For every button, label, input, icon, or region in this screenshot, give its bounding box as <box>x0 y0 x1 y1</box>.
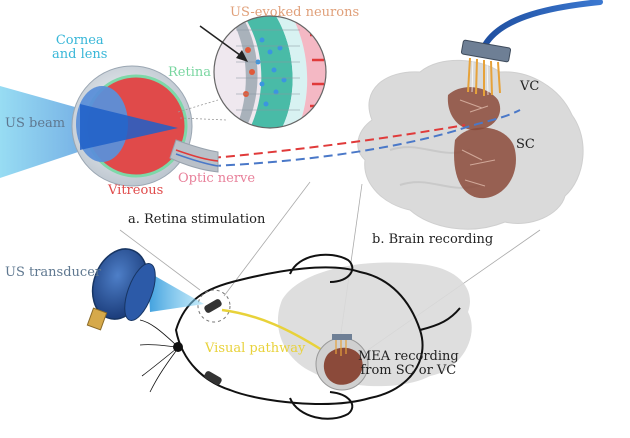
brain-recording-caption: b. Brain recording <box>372 232 494 247</box>
mouse-whiskers <box>139 319 177 393</box>
region-texture <box>459 99 496 187</box>
link-line <box>119 229 201 291</box>
vitreous-label: Vitreous <box>108 183 164 198</box>
mea-recording-label: MEA recording from SC or VC <box>358 350 459 377</box>
us-transducer-label: US transducer <box>5 265 102 280</box>
mouse-ear-bottom <box>289 391 354 420</box>
mea-label-line1: MEA recording <box>358 349 459 364</box>
arrow-to-neurons <box>199 25 245 59</box>
mea-electrode-head <box>460 39 512 63</box>
transducer-beam <box>148 272 204 312</box>
mea-cable <box>482 0 603 48</box>
us-transducer-connector <box>86 307 108 331</box>
beam-cone-inside <box>80 104 178 150</box>
superior-colliculus-region <box>454 127 516 199</box>
link-line <box>223 181 311 297</box>
us-evoked-neurons-label: US-evoked neurons <box>230 5 360 20</box>
cornea-label-line2: and lens <box>52 46 108 62</box>
nerve-fibre-red <box>211 124 466 159</box>
cornea-label-line1: Cornea <box>55 33 104 48</box>
us-transducer-face <box>124 263 156 321</box>
cornea-lens-label: Cornea and lens <box>52 34 107 61</box>
mouse-eye-bottom <box>204 371 222 385</box>
vc-label: VC <box>520 79 540 94</box>
visual-pathway-line <box>221 308 323 352</box>
visual-cortex-region <box>447 87 501 131</box>
mouse-ear-top <box>289 253 354 283</box>
zoom-line <box>177 99 219 113</box>
mouse-eye-top <box>204 299 222 313</box>
mea-label-line2: from SC or VC <box>360 362 457 378</box>
nerve-fibre-blue <box>211 109 521 167</box>
retina-label: Retina <box>168 65 211 80</box>
optic-nerve-label: Optic nerve <box>178 171 256 186</box>
retina-stimulation-caption: a. Retina stimulation <box>128 212 266 227</box>
us-beam-label: US beam <box>5 116 66 131</box>
target-eye-marker <box>197 289 231 323</box>
mea-electrode-shanks <box>467 57 501 96</box>
mouse-tail <box>419 307 461 331</box>
retina-zoom <box>214 16 326 128</box>
us-evoked-neuron-cells <box>243 47 255 97</box>
mea-mini-head <box>332 334 352 340</box>
sc-label: SC <box>516 137 535 152</box>
visual-pathway-label: Visual pathway <box>205 341 306 356</box>
retina-zoom-border <box>213 15 327 129</box>
